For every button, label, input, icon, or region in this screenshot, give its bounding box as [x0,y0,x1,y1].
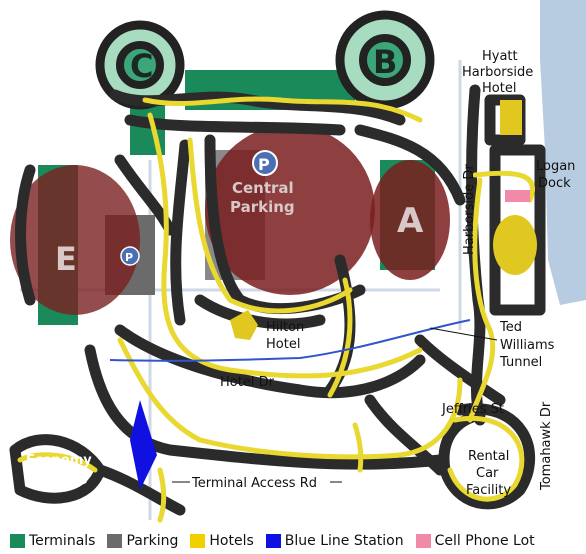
logan-dock-label-1: Logan [536,159,575,174]
cell-phone-lot-swatch [415,534,431,548]
legend-label-terminals: Terminals [29,533,96,549]
hotel-buildings [230,100,537,340]
legend-item-hotels: Hotels [190,533,254,549]
terminal-access-rd-label: Terminal Access Rd [191,476,317,491]
central-parking-label-1: Central [232,179,294,197]
rental-car-label-1: Rental [468,449,509,464]
central-parking-icon: P [252,150,278,176]
central-parking-label-2: Parking [230,198,295,216]
legend-item-parking: Parking [107,533,178,549]
central-parking-area [205,125,375,295]
terminal-a-area [370,160,450,280]
legend-item-terminals: Terminals [10,533,95,549]
cell-phone-lot[interactable] [505,190,530,202]
hyatt-label-3: Hotel [482,81,516,96]
hilton-label-2: Hotel [266,337,300,352]
legend-label-hotels: Hotels [209,533,254,549]
map-legend: Terminals Parking Hotels Blue Line Stati… [0,528,586,554]
terminal-b-label: B [373,43,397,81]
hotels-swatch [190,534,206,548]
blue-line-track [109,319,471,362]
logan-dock-label-2: Dock [538,176,571,191]
svg-text:P: P [258,155,270,174]
legend-label-parking: Parking [126,533,179,549]
blue-line-station[interactable] [130,400,157,490]
blue-line-swatch [265,534,281,548]
tunnel-pointer [429,327,498,341]
legend-item-blue-line: Blue Line Station [265,533,404,549]
ted-williams-label-1: Ted [499,320,522,335]
jeffries-st-label: Jeffries St [441,402,504,417]
harborside-dr-label: Harborside Dr [462,164,477,255]
legend-item-cell-phone-lot: Cell Phone Lot [415,533,535,549]
terminals-swatch [10,534,25,548]
hyatt-label-2: Harborside [462,65,533,80]
parking-swatch [107,534,123,548]
terminal-c-label: C [130,47,153,85]
ted-williams-label-3: Tunnel [499,355,542,370]
hyatt-label-1: Hyatt [482,49,518,64]
economy-parking-label-1: Economy [26,453,92,468]
hilton-label-1: Hilton [266,320,304,335]
terminal-e-label: E [55,240,77,278]
hotel-route-highlights [17,96,535,523]
rental-car-label-2: Car [476,466,499,481]
legend-label-cell-phone-lot: Cell Phone Lot [434,533,535,549]
hotel-dr-label: Hotel Dr [220,375,275,390]
terminal-e-area [10,165,140,315]
terminal-e-parking-icon: P [120,246,140,266]
harbor-water [540,0,586,305]
economy-parking-label-2: Parking [32,470,88,485]
terminal-a-label: A [397,201,424,241]
legend-label-blue-line: Blue Line Station [284,533,404,549]
tomahawk-dr-label: Tomahawk Dr [539,401,554,491]
ted-williams-label-2: Williams [500,338,555,353]
rental-car-label-3: Facility [466,483,511,498]
svg-text:P: P [125,251,133,264]
